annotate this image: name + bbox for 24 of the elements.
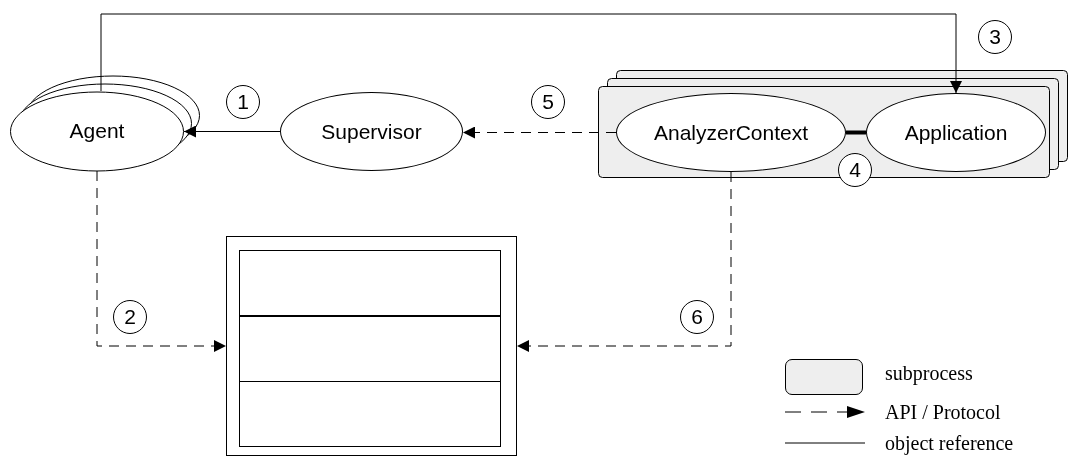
storage-layer <box>239 316 501 382</box>
connector <box>100 13 962 94</box>
connector <box>462 126 617 139</box>
connector <box>96 170 227 352</box>
step-number: 1 <box>226 85 260 119</box>
subprocess-stack <box>598 70 1070 179</box>
stacked-ellipse <box>10 76 202 172</box>
node-label: Agent <box>68 119 126 143</box>
node-label: Application <box>904 120 1008 145</box>
connector <box>516 171 732 352</box>
node-label: Supervisor <box>321 119 422 144</box>
storage-box <box>226 236 517 456</box>
step-number: 6 <box>680 300 714 334</box>
node-label: AnalyzerContext <box>653 120 809 145</box>
step-number: 5 <box>531 85 565 119</box>
legend-label: object reference <box>885 432 1014 455</box>
storage-layer <box>239 381 501 447</box>
storage-layer <box>239 250 501 316</box>
legend-label: API / Protocol <box>885 401 1001 424</box>
step-number: 3 <box>978 20 1012 54</box>
legend-label: subprocess <box>885 362 973 385</box>
step-number: 2 <box>113 300 147 334</box>
connector <box>183 125 281 138</box>
connector <box>846 130 866 135</box>
